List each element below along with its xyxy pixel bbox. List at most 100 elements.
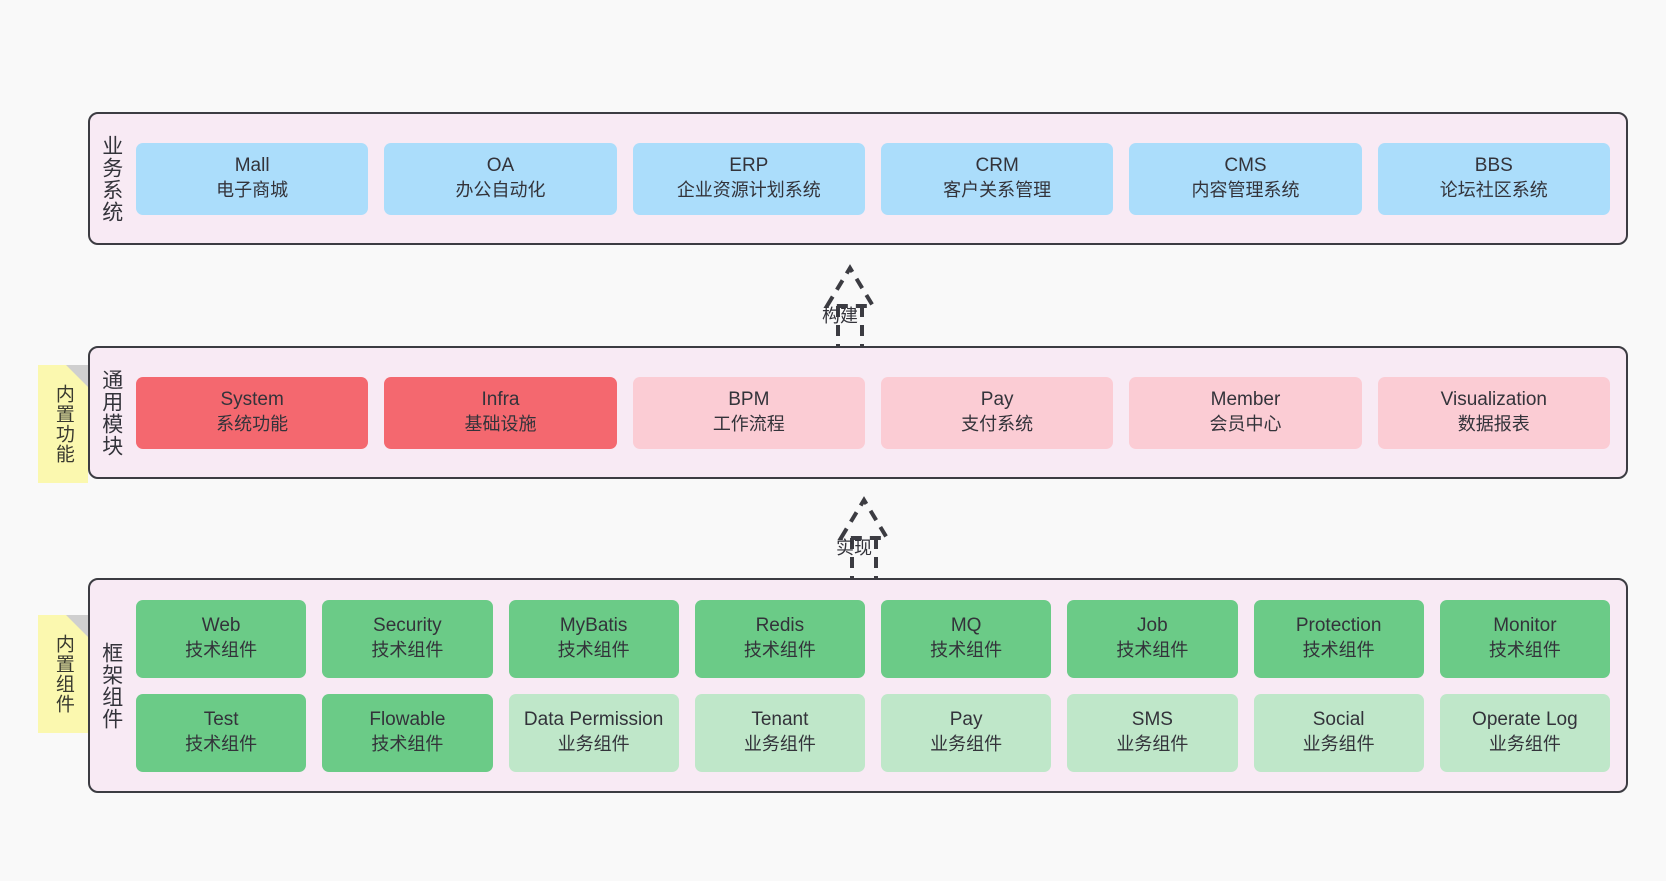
node-subtitle: 技术组件 [1488, 640, 1561, 661]
node-flowable[interactable]: Flowable 技术组件 [322, 693, 493, 772]
node-infra[interactable]: Infra 基础设施 [384, 376, 617, 449]
layer-framework-components: 框架组件 Web 技术组件 Security 技术组件 MyBatis 技术组件… [88, 578, 1628, 793]
node-subtitle: 技术组件 [1302, 640, 1375, 661]
folded-corner-icon [66, 615, 88, 637]
node-title: OA [486, 155, 515, 177]
node-mq[interactable]: MQ 技术组件 [881, 599, 1052, 678]
node-subtitle: 办公自动化 [455, 180, 546, 201]
node-subtitle: 电子商城 [216, 180, 289, 201]
tag-builtin-components: 内置组件 [38, 615, 88, 733]
layer-common-modules: 通用模块 System 系统功能 Infra 基础设施 BPM 工作流程 Pay… [88, 346, 1628, 479]
node-erp[interactable]: ERP 企业资源计划系统 [632, 142, 865, 215]
generalization-arrow-icon [823, 264, 877, 350]
layer-row: Test 技术组件 Flowable 技术组件 Data Permission … [136, 693, 1610, 772]
layer-body-business: Mall 电子商城 OA 办公自动化 ERP 企业资源计划系统 CRM 客户关系… [132, 114, 1626, 243]
connector-label-build: 构建 [822, 306, 858, 326]
node-bbs[interactable]: BBS 论坛社区系统 [1377, 142, 1610, 215]
node-subtitle: 业务组件 [930, 734, 1003, 755]
tag-builtin-features: 内置功能 [38, 365, 88, 483]
node-subtitle: 技术组件 [185, 640, 258, 661]
node-cms[interactable]: CMS 内容管理系统 [1129, 142, 1362, 215]
node-system[interactable]: System 系统功能 [136, 376, 369, 449]
node-subtitle: 支付系统 [961, 414, 1034, 435]
node-web[interactable]: Web 技术组件 [136, 599, 307, 678]
node-subtitle: 技术组件 [1116, 640, 1189, 661]
node-crm[interactable]: CRM 客户关系管理 [880, 142, 1114, 215]
node-title: BPM [728, 389, 770, 411]
node-title: CMS [1224, 155, 1267, 177]
node-tenant[interactable]: Tenant 业务组件 [694, 693, 865, 772]
node-subtitle: 客户关系管理 [943, 180, 1052, 201]
layer-row: System 系统功能 Infra 基础设施 BPM 工作流程 Pay 支付系统… [136, 376, 1610, 449]
node-title: Protection [1295, 615, 1382, 637]
node-title: Member [1210, 389, 1281, 411]
node-title: MyBatis [559, 615, 628, 637]
node-title: BBS [1474, 155, 1513, 177]
layer-row: Web 技术组件 Security 技术组件 MyBatis 技术组件 Redi… [136, 599, 1610, 678]
node-sms[interactable]: SMS 业务组件 [1067, 693, 1238, 772]
generalization-arrow-icon [837, 496, 891, 582]
node-title: ERP [729, 155, 769, 177]
node-subtitle: 技术组件 [930, 640, 1003, 661]
node-subtitle: 技术组件 [185, 734, 258, 755]
node-subtitle: 业务组件 [743, 734, 816, 755]
node-bpm[interactable]: BPM 工作流程 [632, 376, 865, 449]
node-title: CRM [975, 155, 1019, 177]
node-mall[interactable]: Mall 电子商城 [136, 142, 369, 215]
node-subtitle: 基础设施 [464, 414, 537, 435]
node-subtitle: 论坛社区系统 [1439, 180, 1548, 201]
node-social[interactable]: Social 业务组件 [1253, 693, 1424, 772]
node-mybatis[interactable]: MyBatis 技术组件 [508, 599, 679, 678]
connector-build: 构建 [760, 258, 940, 350]
node-subtitle: 技术组件 [371, 734, 444, 755]
node-redis[interactable]: Redis 技术组件 [694, 599, 865, 678]
node-title: Operate Log [1472, 709, 1578, 731]
node-visualization[interactable]: Visualization 数据报表 [1377, 376, 1610, 449]
node-subtitle: 内容管理系统 [1191, 180, 1300, 201]
layer-caption-framework: 框架组件 [99, 641, 123, 730]
node-title: Infra [481, 389, 520, 411]
node-title: Flowable [369, 709, 446, 731]
node-title: SMS [1131, 709, 1173, 731]
node-subtitle: 业务组件 [1302, 734, 1375, 755]
node-data-permission[interactable]: Data Permission 业务组件 [508, 693, 679, 772]
node-monitor[interactable]: Monitor 技术组件 [1439, 599, 1610, 678]
node-title: Mall [234, 155, 270, 177]
layer-caption-business: 业务系统 [99, 134, 123, 223]
node-subtitle: 业务组件 [1116, 734, 1189, 755]
node-subtitle: 业务组件 [1488, 734, 1561, 755]
node-job[interactable]: Job 技术组件 [1067, 599, 1238, 678]
node-title: Test [203, 709, 239, 731]
node-member[interactable]: Member 会员中心 [1129, 376, 1362, 449]
connector-implement: 实现 [774, 490, 954, 582]
folded-corner-icon [66, 365, 88, 387]
node-subtitle: 技术组件 [557, 640, 630, 661]
connector-label-implement: 实现 [836, 538, 872, 558]
node-subtitle: 企业资源计划系统 [676, 180, 821, 201]
node-title: Social [1312, 709, 1365, 731]
node-pay-component[interactable]: Pay 业务组件 [881, 693, 1052, 772]
node-title: Monitor [1493, 615, 1557, 637]
layer-caption-modules: 通用模块 [99, 368, 123, 457]
node-title: MQ [950, 615, 982, 637]
node-title: Web [201, 615, 241, 637]
node-operate-log[interactable]: Operate Log 业务组件 [1439, 693, 1610, 772]
node-title: Redis [755, 615, 805, 637]
node-subtitle: 业务组件 [557, 734, 630, 755]
tag-label: 内置功能 [52, 384, 74, 464]
node-subtitle: 数据报表 [1457, 414, 1530, 435]
node-title: Pay [980, 389, 1014, 411]
node-security[interactable]: Security 技术组件 [322, 599, 493, 678]
node-protection[interactable]: Protection 技术组件 [1253, 599, 1424, 678]
node-oa[interactable]: OA 办公自动化 [384, 142, 617, 215]
node-title: Pay [949, 709, 983, 731]
node-title: Data Permission [523, 709, 664, 731]
layer-business-systems: 业务系统 Mall 电子商城 OA 办公自动化 ERP 企业资源计划系统 CRM… [88, 112, 1628, 245]
node-pay-module[interactable]: Pay 支付系统 [880, 376, 1114, 449]
node-title: Job [1137, 615, 1168, 637]
layer-body-framework: Web 技术组件 Security 技术组件 MyBatis 技术组件 Redi… [132, 580, 1626, 791]
node-subtitle: 会员中心 [1209, 414, 1282, 435]
node-test[interactable]: Test 技术组件 [136, 693, 307, 772]
node-subtitle: 技术组件 [371, 640, 444, 661]
